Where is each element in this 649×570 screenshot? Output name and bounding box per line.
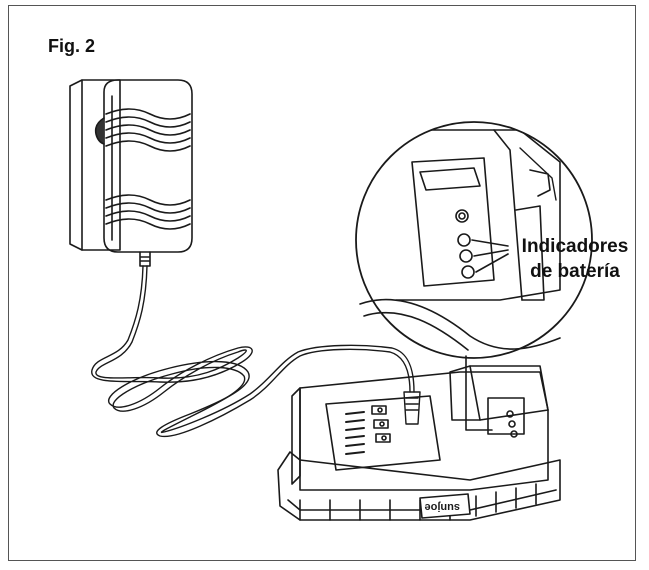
callout-line-2: de batería [530, 261, 620, 282]
charger-base: sunjoe [277, 365, 561, 521]
magnified-indicator-detail [355, 121, 593, 431]
figure-label: Fig. 2 [48, 36, 96, 56]
brand-label: sunjoe [425, 501, 460, 513]
indicator-callout: Indicadores de batería [512, 234, 638, 284]
callout-line-1: Indicadores [521, 236, 629, 257]
wall-adapter [69, 79, 193, 267]
power-cord [91, 265, 421, 438]
